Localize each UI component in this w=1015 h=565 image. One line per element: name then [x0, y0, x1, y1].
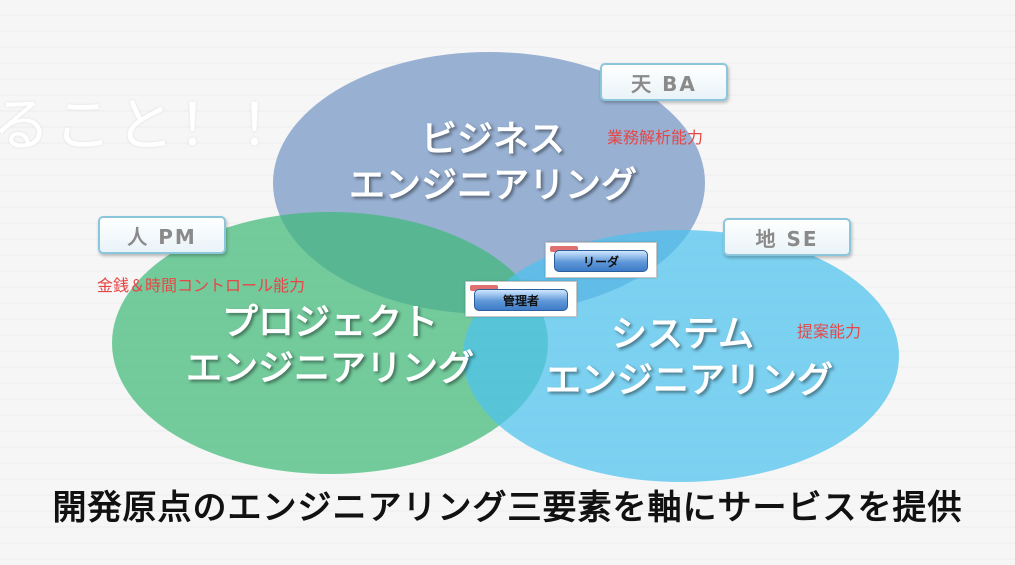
business-engineering-label: ビジネスエンジニアリング — [343, 117, 643, 209]
system-engineering-label: システムエンジニアリング — [545, 312, 833, 404]
tag-ba: 天 BA — [600, 63, 728, 101]
leader-badge: リーダ — [545, 242, 657, 278]
tag-pm: 人 PM — [98, 216, 226, 254]
manager-label: 管理者 — [474, 289, 568, 311]
project-engineering-label: プロジェクトエンジニアリング — [185, 300, 475, 392]
leader-label: リーダ — [554, 250, 648, 272]
manager-badge: 管理者 — [465, 281, 577, 317]
system-engineering-circle — [463, 230, 899, 482]
project-engineering-label-text: プロジェクトエンジニアリング — [185, 302, 474, 389]
footer-caption: 開発原点のエンジニアリング三要素を軸にサービスを提供 — [52, 488, 963, 528]
background-faded-text: ること！！ — [0, 91, 303, 159]
note-money-time-control: 金銭＆時間コントロール能力 — [97, 276, 306, 295]
note-proposal: 提案能力 — [797, 322, 862, 341]
tag-se: 地 SE — [723, 218, 851, 256]
system-engineering-label-text: システムエンジニアリング — [545, 314, 834, 401]
note-business-analysis: 業務解析能力 — [607, 128, 704, 147]
business-engineering-label-text: ビジネスエンジニアリング — [348, 119, 637, 206]
